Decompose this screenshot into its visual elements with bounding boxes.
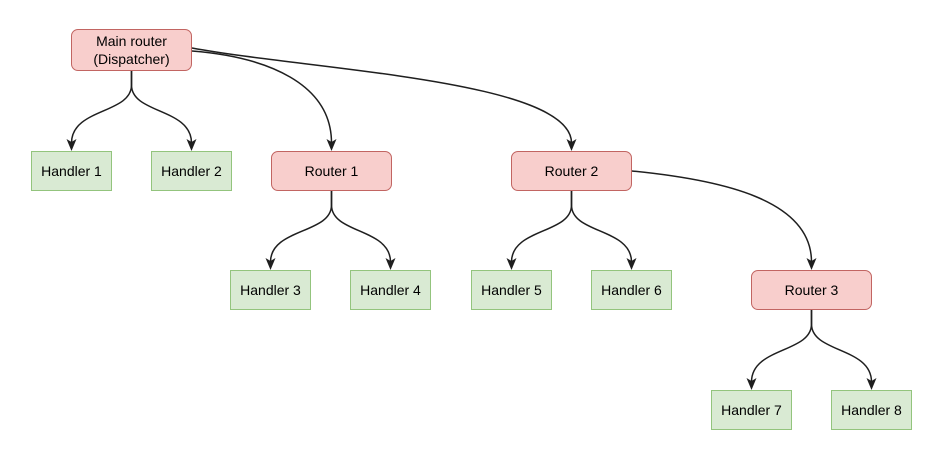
edge-main-to-handler2	[130, 71, 197, 151]
edge-router3-to-handler8	[810, 310, 877, 390]
edge-router2-to-handler5	[506, 191, 573, 270]
node-router-3: Router 3	[751, 270, 872, 310]
node-router-2: Router 2	[511, 151, 632, 191]
arrowhead-icon	[66, 139, 77, 151]
edge-path	[631, 170, 813, 263]
edge-path	[570, 191, 633, 263]
edge-path	[330, 191, 392, 263]
edge-path	[750, 310, 813, 383]
arrowhead-icon	[806, 258, 817, 270]
arrowhead-icon	[186, 139, 197, 151]
edge-path	[130, 71, 193, 144]
edge-path	[70, 71, 133, 144]
node-handler-8: Handler 8	[831, 390, 912, 430]
edge-main-to-router2	[191, 47, 577, 151]
arrowhead-icon	[326, 139, 337, 151]
arrowhead-icon	[626, 258, 637, 270]
node-handler-4: Handler 4	[350, 270, 431, 310]
arrowhead-icon	[506, 258, 517, 270]
node-handler-3: Handler 3	[230, 270, 311, 310]
arrowhead-icon	[566, 139, 577, 151]
arrowhead-icon	[265, 258, 276, 270]
edge-path	[810, 310, 873, 383]
edge-router2-to-router3	[631, 170, 817, 270]
edge-router2-to-handler6	[570, 191, 637, 270]
node-handler-7: Handler 7	[711, 390, 792, 430]
edge-path	[191, 47, 573, 144]
edge-path	[269, 191, 333, 263]
node-router-1: Router 1	[271, 151, 392, 191]
edge-main-to-handler1	[66, 71, 133, 151]
edge-main-to-router1	[191, 50, 337, 151]
edge-path	[510, 191, 573, 263]
edge-router3-to-handler7	[746, 310, 813, 390]
node-handler-2: Handler 2	[151, 151, 232, 191]
edge-router1-to-handler4	[330, 191, 396, 270]
node-main-router: Main router (Dispatcher)	[71, 29, 192, 71]
node-handler-5: Handler 5	[471, 270, 552, 310]
node-handler-1: Handler 1	[31, 151, 112, 191]
arrowhead-icon	[866, 378, 877, 390]
edge-path	[191, 50, 333, 144]
edge-router1-to-handler3	[265, 191, 333, 270]
node-handler-6: Handler 6	[591, 270, 672, 310]
arrowhead-icon	[385, 258, 396, 270]
arrowhead-icon	[746, 378, 757, 390]
